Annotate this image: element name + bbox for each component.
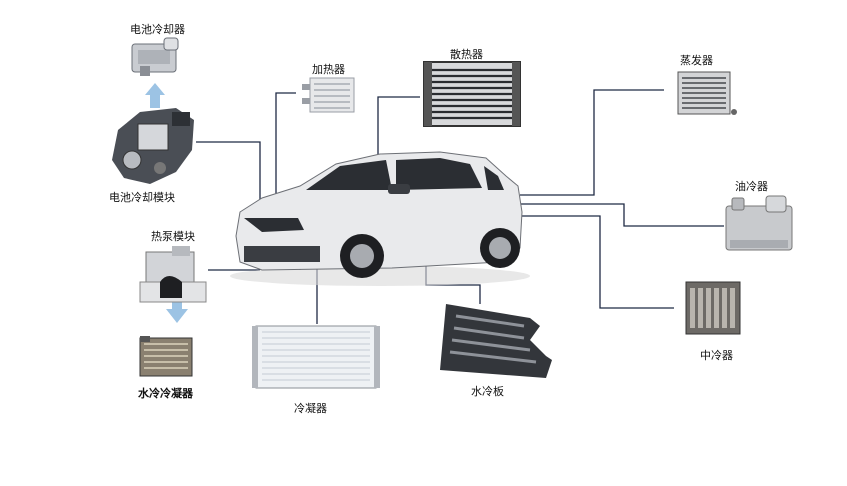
heat-pump-module-image: [139, 246, 207, 303]
water-cooled-condenser-image: [139, 336, 193, 377]
line-intercooler: [520, 215, 674, 309]
battery-chiller-image: [131, 37, 179, 76]
radiator-image: [423, 61, 521, 127]
condenser-image: [252, 325, 380, 389]
oil-cooler-image: [725, 195, 793, 251]
battery-chiller-label: 电池冷却器: [130, 23, 185, 36]
heater-label: 加热器: [312, 63, 345, 76]
arrow-down: [166, 302, 188, 323]
line-battery-cooling-module: [196, 141, 261, 212]
heater-image: [302, 77, 355, 113]
radiator-label: 散热器: [450, 48, 483, 61]
cold-plate-label: 水冷板: [471, 385, 504, 398]
arrow-up: [145, 83, 165, 108]
water-cooled-condenser-label: 水冷冷凝器: [138, 387, 193, 400]
oil-cooler-label: 油冷器: [735, 180, 768, 193]
condenser-label: 冷凝器: [294, 402, 327, 415]
line-oil-cooler: [520, 203, 724, 227]
line-heater: [275, 92, 296, 212]
battery-cooling-module-label: 电池冷却模块: [109, 191, 175, 204]
car-image: [230, 151, 530, 286]
intercooler-image: [685, 281, 741, 335]
line-evaporator: [520, 89, 664, 196]
battery-cooling-module-image: [112, 108, 194, 184]
evaporator-label: 蒸发器: [680, 54, 713, 67]
heat-pump-module-label: 热泵模块: [151, 230, 195, 243]
evaporator-image: [677, 71, 737, 115]
cold-plate-image: [440, 304, 552, 378]
intercooler-label: 中冷器: [700, 349, 733, 362]
